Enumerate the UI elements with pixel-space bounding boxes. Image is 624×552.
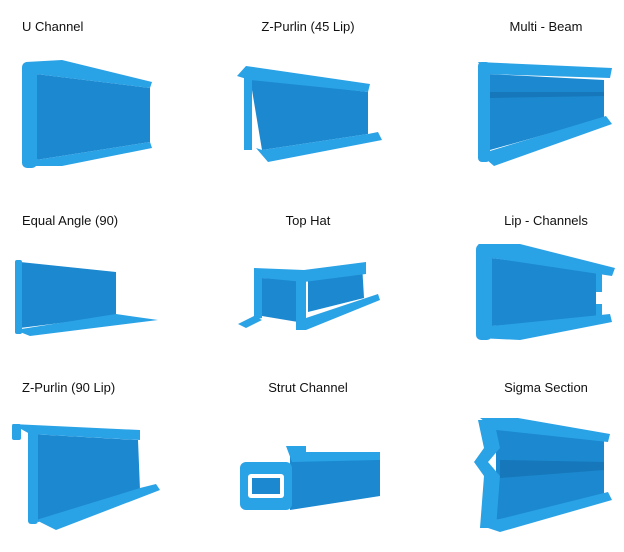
label-multi-beam: Multi - Beam — [509, 19, 583, 34]
strut-channel-image — [240, 446, 380, 510]
sigma-section-image — [474, 418, 612, 532]
label-strut-channel: Strut Channel — [268, 380, 348, 395]
label-sigma-section: Sigma Section — [504, 380, 588, 395]
label-z-purlin-45: Z-Purlin (45 Lip) — [261, 19, 355, 34]
equal-angle-image — [15, 260, 158, 336]
label-u-channel: U Channel — [22, 19, 84, 34]
z-purlin-45-image — [237, 66, 382, 162]
top-hat-image — [238, 262, 380, 330]
z-purlin-90-image — [12, 424, 160, 530]
label-equal-angle: Equal Angle (90) — [22, 213, 119, 228]
u-channel-image — [22, 60, 152, 168]
label-lip-channels: Lip - Channels — [504, 213, 588, 228]
label-top-hat: Top Hat — [285, 213, 331, 228]
lip-channels-image — [476, 244, 615, 340]
multi-beam-image — [478, 62, 612, 166]
label-z-purlin-90: Z-Purlin (90 Lip) — [22, 380, 116, 395]
